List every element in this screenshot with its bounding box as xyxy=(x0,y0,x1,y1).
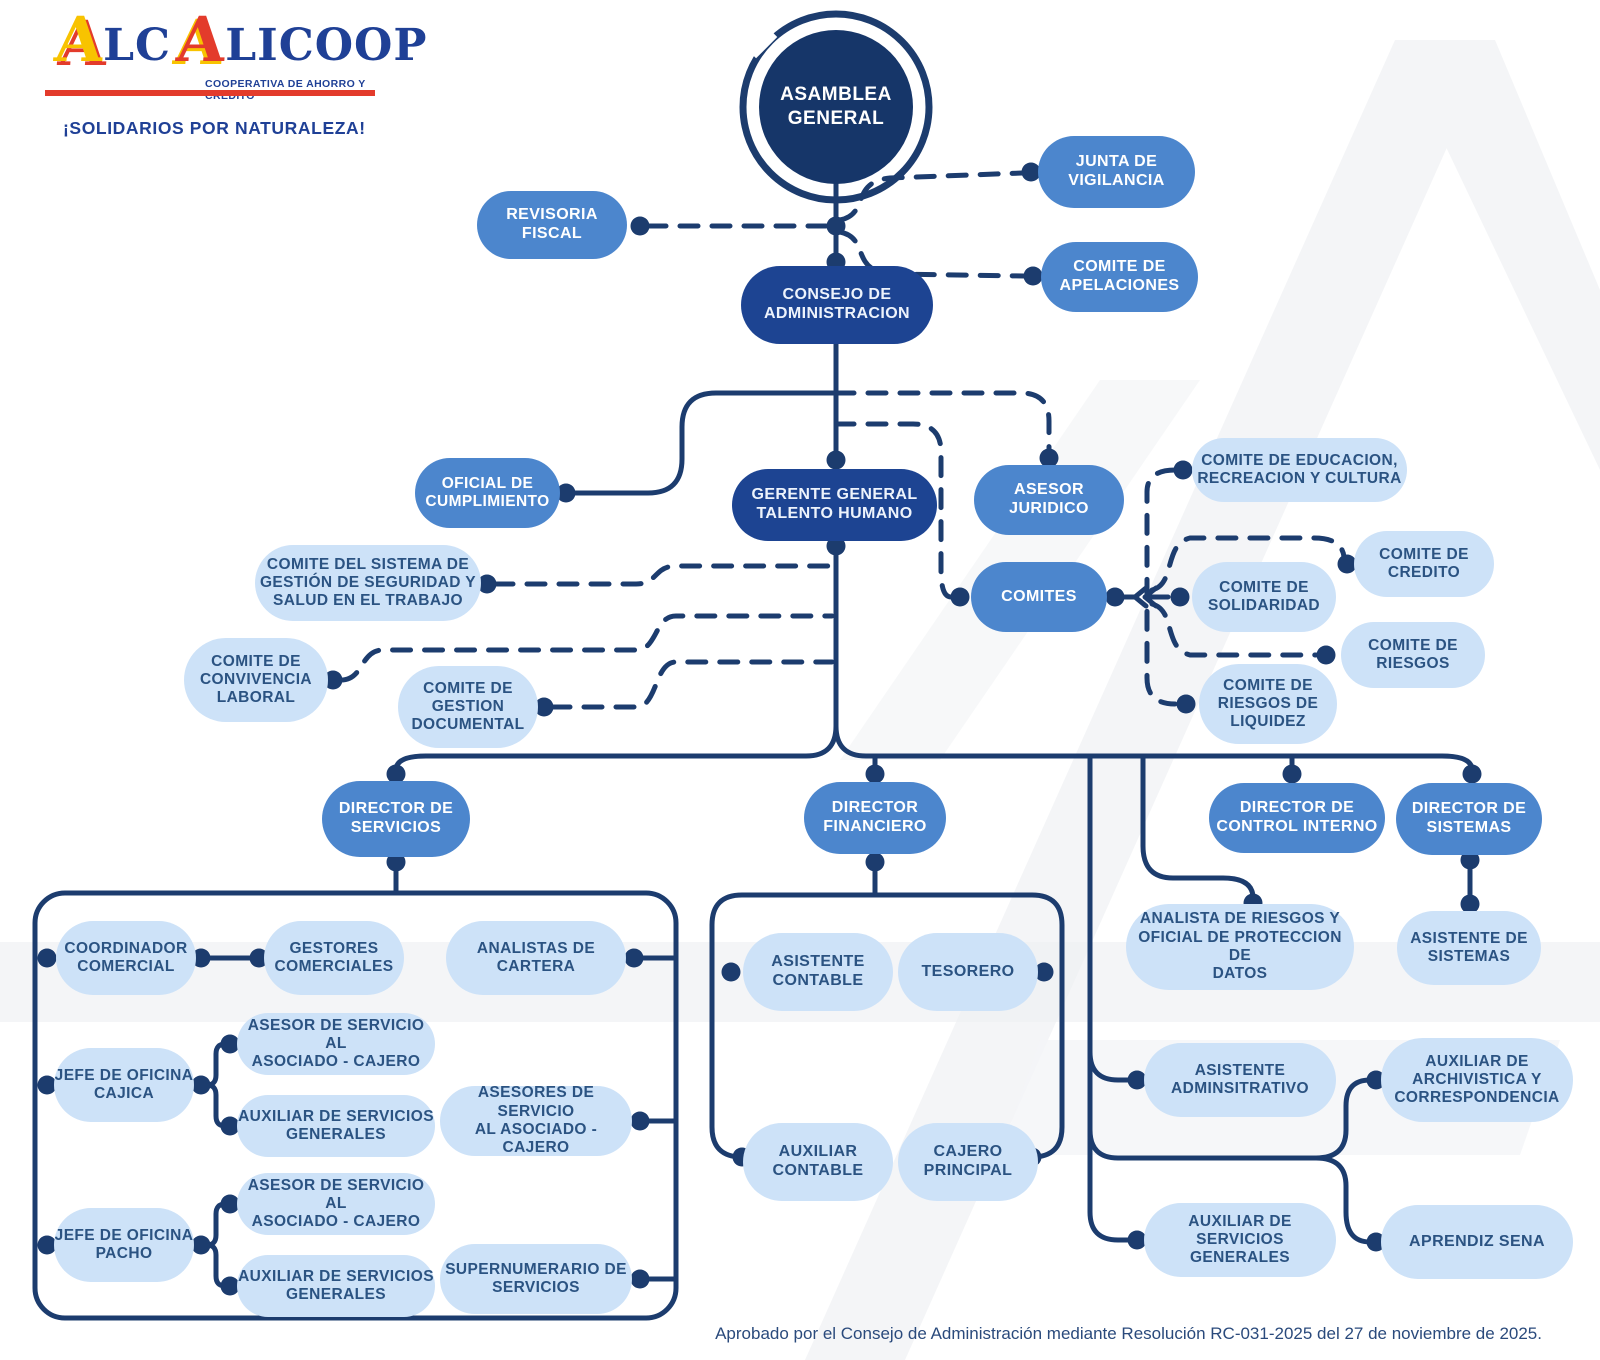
brand-lc: LC xyxy=(103,19,172,71)
node-auxiliar-servicios-cajica: AUXILIAR DE SERVICIOS GENERALES xyxy=(237,1095,435,1157)
node-analistas-cartera: ANALISTAS DE CARTERA xyxy=(446,921,626,995)
node-gestores-comerciales: GESTORES COMERCIALES xyxy=(264,921,404,995)
node-comites: COMITES xyxy=(971,562,1107,632)
node-coordinador-comercial: COORDINADOR COMERCIAL xyxy=(56,921,196,995)
node-comite-credito: COMITE DE CREDITO xyxy=(1354,531,1494,597)
node-asistente-administrativo: ASISTENTE ADMINSITRATIVO xyxy=(1144,1043,1336,1117)
node-comite-sgsst: COMITE DEL SISTEMA DE GESTIÓN DE SEGURID… xyxy=(255,545,481,621)
node-asesores-servicio: ASESORES DE SERVICIO AL ASOCIADO - CAJER… xyxy=(440,1084,632,1156)
node-auxiliar-archivistica: AUXILIAR DE ARCHIVISTICA Y CORRESPONDENC… xyxy=(1381,1038,1573,1122)
node-auxiliar-servicios-generales: AUXILIAR DE SERVICIOS GENERALES xyxy=(1144,1203,1336,1277)
node-asistente-contable: ASISTENTE CONTABLE xyxy=(743,933,893,1011)
logo-tagline: ¡SOLIDARIOS POR NATURALEZA! xyxy=(63,117,366,138)
node-director-financiero: DIRECTOR FINANCIERO xyxy=(804,782,946,854)
comites-junction-arrows xyxy=(1132,585,1159,609)
logo-red-bar xyxy=(45,90,375,96)
node-director-control-interno: DIRECTOR DE CONTROL INTERNO xyxy=(1209,783,1385,853)
dashed-connectors xyxy=(338,170,1355,710)
node-asesor-servicio-cajica: ASESOR DE SERVICIO AL ASOCIADO - CAJERO xyxy=(237,1013,435,1075)
node-aprendiz-sena: APRENDIZ SENA xyxy=(1381,1205,1573,1279)
brand-letter-a1: A xyxy=(52,3,106,76)
node-analista-riesgos: ANALISTA DE RIESGOS Y OFICIAL DE PROTECC… xyxy=(1126,904,1354,990)
node-comite-riesgos: COMITE DE RIESGOS xyxy=(1341,622,1485,688)
node-auxiliar-contable: AUXILIAR CONTABLE xyxy=(743,1123,893,1201)
node-director-servicios: DIRECTOR DE SERVICIOS xyxy=(322,781,470,857)
brand-letter-a2: A xyxy=(174,3,228,76)
node-auxiliar-servicios-pacho: AUXILIAR DE SERVICIOS GENERALES xyxy=(237,1255,435,1317)
node-asamblea-general: ASAMBLEA GENERAL xyxy=(759,30,913,184)
node-tesorero: TESORERO xyxy=(898,933,1038,1011)
node-comite-apelaciones: COMITE DE APELACIONES xyxy=(1041,242,1198,312)
node-comite-gestion-documental: COMITE DE GESTION DOCUMENTAL xyxy=(398,666,538,748)
node-oficial-cumplimiento: OFICIAL DE CUMPLIMIENTO xyxy=(415,458,560,528)
node-supernumerario: SUPERNUMERARIO DE SERVICIOS xyxy=(440,1244,632,1314)
brand-licoop: LICOOP xyxy=(225,19,428,71)
node-asistente-sistemas: ASISTENTE DE SISTEMAS xyxy=(1397,911,1541,985)
approval-note: Aprobado por el Consejo de Administració… xyxy=(715,1324,1542,1343)
node-comite-solidaridad: COMITE DE SOLIDARIDAD xyxy=(1192,562,1336,632)
node-comite-riesgos-liquidez: COMITE DE RIESGOS DE LIQUIDEZ xyxy=(1199,664,1337,744)
node-asesor-servicio-pacho: ASESOR DE SERVICIO AL ASOCIADO - CAJERO xyxy=(237,1173,435,1235)
node-comite-convivencia: COMITE DE CONVIVENCIA LABORAL xyxy=(184,638,328,722)
node-junta-vigilancia: JUNTA DE VIGILANCIA xyxy=(1038,136,1195,208)
node-jefe-oficina-pacho: JEFE DE OFICINA PACHO xyxy=(54,1208,194,1282)
node-cajero-principal: CAJERO PRINCIPAL xyxy=(898,1123,1038,1201)
node-revisoria-fiscal: REVISORIA FISCAL xyxy=(477,191,627,259)
node-gerente-general: GERENTE GENERAL TALENTO HUMANO xyxy=(732,469,937,541)
node-director-sistemas: DIRECTOR DE SISTEMAS xyxy=(1396,783,1542,855)
node-comite-educacion: COMITE DE EDUCACION, RECREACION Y CULTUR… xyxy=(1192,438,1407,502)
node-jefe-oficina-cajica: JEFE DE OFICINA CAJICA xyxy=(54,1048,194,1122)
node-asesor-juridico: ASESOR JURIDICO xyxy=(974,465,1124,535)
ring-gap xyxy=(744,25,778,59)
node-consejo-administracion: CONSEJO DE ADMINISTRACION xyxy=(741,266,933,344)
